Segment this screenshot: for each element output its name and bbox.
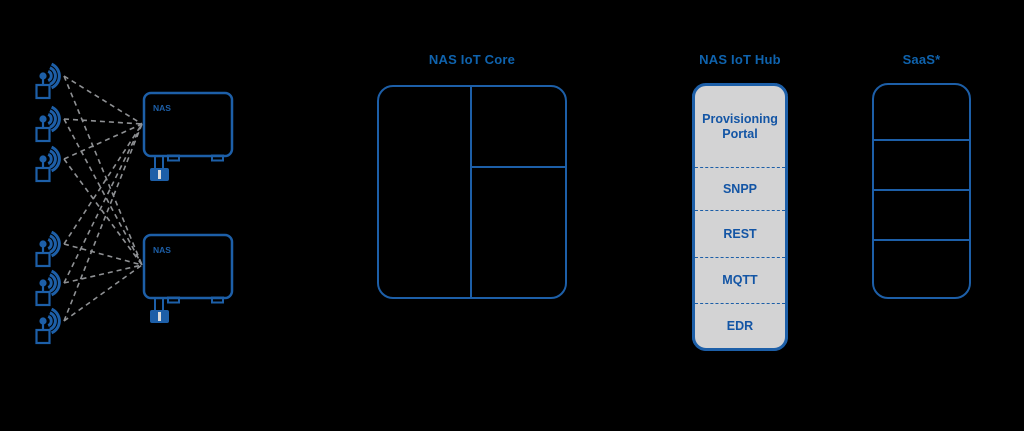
core-title: NAS IoT Core — [428, 52, 516, 67]
gateway-ports — [149, 154, 224, 182]
wireless-sensor-icon — [35, 105, 61, 143]
saas-section — [874, 85, 969, 139]
saas-section — [874, 239, 969, 297]
wireless-sensor-icon — [35, 62, 61, 100]
saas-section — [874, 189, 969, 239]
wireless-sensor-icon — [35, 269, 61, 307]
core-box — [377, 85, 567, 299]
hub-box: Provisioning Portal SNPP REST MQTT EDR — [692, 83, 788, 351]
edge-network-diagram: NAS NAS — [35, 62, 234, 345]
saas-title: SaaS* — [902, 52, 941, 67]
saas-section — [874, 139, 969, 189]
core-vertical-divider — [470, 87, 472, 297]
nas-gateway-1: NAS — [142, 91, 234, 182]
hub-section-label: EDR — [726, 318, 754, 333]
hub-section-label: MQTT — [722, 273, 758, 287]
hub-section-mqtt: MQTT — [695, 257, 785, 303]
wireless-sensor-icon — [35, 230, 61, 268]
hub-section-provisioning-portal: Provisioning Portal — [695, 86, 785, 167]
gateway-label: NAS — [153, 103, 171, 113]
gateway-label: NAS — [153, 245, 171, 255]
hub-section-rest: REST — [695, 210, 785, 257]
nas-gateway-2: NAS — [142, 233, 234, 324]
hub-title: NAS IoT Hub — [699, 52, 781, 67]
wireless-sensor-icon — [35, 307, 61, 345]
core-horizontal-divider — [470, 166, 565, 168]
hub-section-edr: EDR — [695, 303, 785, 348]
hub-section-snpp: SNPP — [695, 167, 785, 210]
saas-box — [872, 83, 971, 299]
hub-section-label: REST — [723, 226, 757, 241]
wireless-sensor-icon — [35, 145, 61, 183]
hub-section-label: SNPP — [722, 181, 758, 196]
gateway-ports — [149, 296, 224, 324]
hub-section-label: Provisioning Portal — [702, 111, 778, 141]
mesh-links — [63, 75, 143, 322]
